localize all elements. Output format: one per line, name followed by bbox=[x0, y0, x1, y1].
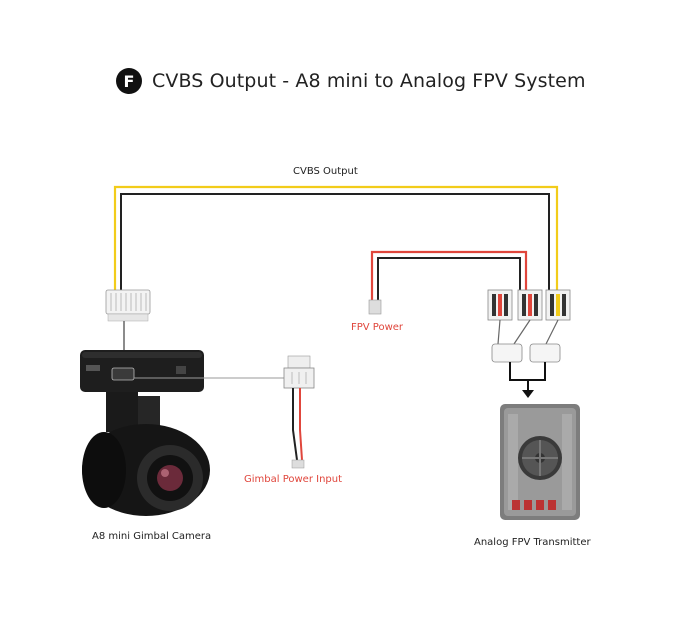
title-row: F CVBS Output - A8 mini to Analog FPV Sy… bbox=[116, 66, 586, 96]
transmitter-input-connectors bbox=[487, 289, 571, 398]
fpv-power-label: FPV Power bbox=[351, 322, 404, 333]
camera-caption: A8 mini Gimbal Camera bbox=[92, 531, 212, 542]
fpv-power-black-wire bbox=[377, 257, 521, 300]
camera-port bbox=[111, 367, 135, 381]
camera-signal-connector bbox=[105, 289, 151, 322]
gimbal-power-connector-top bbox=[287, 355, 311, 369]
gimbal-power-cable bbox=[134, 355, 315, 469]
fpv-transmitter-illustration bbox=[500, 404, 580, 520]
merge-arrow-line bbox=[509, 362, 546, 381]
cvbs-output-label: CVBS Output bbox=[293, 166, 358, 177]
gimbal-camera-illustration bbox=[80, 350, 210, 516]
transmitter-caption: Analog FPV Transmitter bbox=[474, 537, 591, 548]
cvbs-signal-wire bbox=[113, 185, 559, 290]
gimbal-power-red-wire bbox=[299, 388, 303, 461]
section-badge: F bbox=[116, 68, 142, 94]
cvbs-ground-wire bbox=[120, 193, 550, 290]
camera-lens bbox=[157, 465, 183, 491]
gimbal-power-black-wire bbox=[292, 388, 298, 461]
page-title: CVBS Output - A8 mini to Analog FPV Syst… bbox=[152, 70, 586, 92]
fpv-power-pins bbox=[368, 299, 382, 315]
fpv-power-cable bbox=[368, 250, 528, 315]
fpv-power-red-wire bbox=[370, 250, 528, 300]
camera-top-box bbox=[80, 350, 204, 392]
cvbs-cable bbox=[113, 185, 559, 290]
gimbal-power-input-label: Gimbal Power Input bbox=[244, 474, 343, 485]
merge-arrow-head bbox=[522, 390, 534, 398]
